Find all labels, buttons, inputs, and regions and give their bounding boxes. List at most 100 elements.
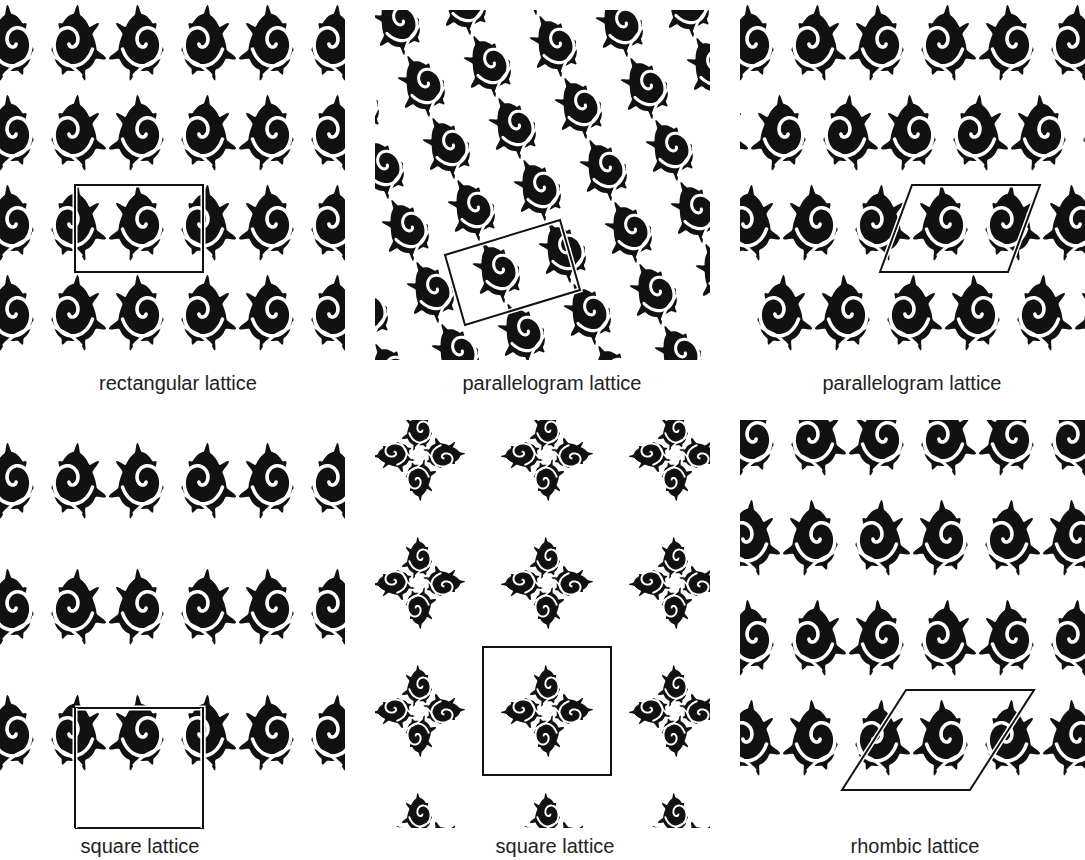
leaf-body <box>913 185 968 260</box>
leaf-motif <box>629 442 671 472</box>
leaf-motif <box>239 185 294 260</box>
leaf-body <box>534 587 564 629</box>
cell-halo <box>880 185 1040 272</box>
leaf-vein <box>630 231 660 257</box>
leaf-body <box>375 570 415 600</box>
leaf-body <box>239 185 294 260</box>
leaf-body <box>709 297 710 360</box>
leaf-vein <box>134 145 164 165</box>
leaf-body <box>679 822 710 828</box>
leaf-vein <box>498 271 528 297</box>
leaf-curl <box>652 129 695 172</box>
leaf-motif <box>849 600 904 675</box>
leaf-body <box>913 700 968 775</box>
leaf-body <box>881 95 936 170</box>
leaf-motif <box>0 695 34 770</box>
leaf-vein <box>1068 750 1085 770</box>
leaf-body <box>375 826 415 828</box>
leaf-body <box>375 442 415 472</box>
leaf-vein <box>855 550 885 570</box>
leaf-body <box>0 275 34 350</box>
leaf-body <box>423 694 465 724</box>
leaf-vein <box>544 821 561 829</box>
leaf-body <box>751 95 806 170</box>
leaf-vein <box>457 353 487 360</box>
leaf-vein <box>407 229 437 255</box>
leaf-vein <box>855 235 885 255</box>
leaf-motif <box>534 459 564 501</box>
leaf-vein <box>757 325 787 345</box>
leaf-body <box>552 275 621 353</box>
leaf-motif <box>740 700 780 775</box>
leaf-body <box>311 185 345 260</box>
leaf-vein <box>375 105 387 131</box>
leaf-body <box>402 537 432 579</box>
leaf-body <box>51 275 106 350</box>
leaf-motif <box>402 793 432 828</box>
leaf-motif <box>181 5 236 80</box>
cell-outline <box>74 708 76 828</box>
leaf-vein <box>264 235 294 255</box>
leaf-vein <box>662 463 679 474</box>
leaf-vein <box>264 325 294 345</box>
leaf-body <box>740 185 780 260</box>
leaf-vein <box>555 708 566 725</box>
leaf-vein <box>398 23 428 49</box>
leaf-motif <box>1051 5 1085 80</box>
leaf-motif <box>740 600 774 675</box>
leaf-body <box>423 566 465 596</box>
leaf-motif <box>662 459 692 501</box>
leaf-vein <box>473 209 503 235</box>
leaf-vein <box>938 235 968 255</box>
leaf-vein <box>808 550 838 570</box>
leaf-vein <box>921 450 951 470</box>
leaf-vein <box>464 10 494 29</box>
leaf-body <box>239 443 294 518</box>
leaf-vein <box>938 750 968 770</box>
leaf-vein <box>264 493 294 513</box>
leaf-motif <box>239 95 294 170</box>
leaf-vein <box>523 333 553 359</box>
leaf-motif <box>823 95 878 170</box>
leaf-vein <box>416 437 433 448</box>
leaf-vein <box>181 55 211 75</box>
leaf-vein <box>4 325 34 345</box>
leaf-vein <box>181 493 211 513</box>
leaf-motif <box>551 566 593 596</box>
leaf-vein <box>555 452 566 469</box>
leaf-body <box>518 10 587 85</box>
leaf-body <box>51 5 106 80</box>
leaf-vein <box>657 826 668 828</box>
leaf-vein <box>401 442 412 459</box>
leaf-body <box>945 275 1000 350</box>
pattern-panel <box>375 420 710 828</box>
leaf-motif <box>375 273 398 351</box>
leaf-curl <box>479 251 522 294</box>
leaf-vein <box>4 493 34 513</box>
leaf-vein <box>1051 450 1081 470</box>
leaf-body <box>740 95 748 170</box>
leaf-motif <box>181 275 236 350</box>
leaf-vein <box>683 580 694 597</box>
leaf-motif <box>406 715 436 757</box>
leaf-motif <box>740 420 774 476</box>
leaf-motif <box>452 27 522 105</box>
leaf-vein <box>514 127 544 153</box>
leaf-vein <box>589 313 619 339</box>
leaf-vein <box>985 235 1015 255</box>
leaf-body <box>461 233 530 311</box>
leaf-vein <box>529 570 540 587</box>
leaf-motif <box>791 600 846 675</box>
leaf-body <box>181 95 236 170</box>
leaf-body <box>658 665 688 707</box>
leaf-body <box>757 275 812 350</box>
leaf-body <box>109 5 164 80</box>
pattern-panel <box>375 10 710 360</box>
leaf-vein <box>529 698 540 715</box>
leaf-body <box>1043 500 1085 575</box>
leaf-body <box>609 49 678 127</box>
leaf-body <box>679 694 710 724</box>
leaf-vein <box>791 650 821 670</box>
leaf-vein <box>4 619 34 639</box>
leaf-body <box>239 275 294 350</box>
